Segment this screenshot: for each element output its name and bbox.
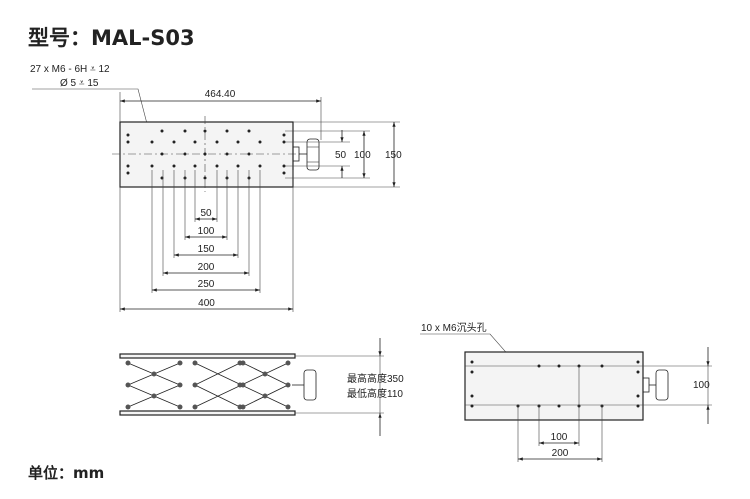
mounting-hole xyxy=(193,140,197,144)
knob xyxy=(292,138,320,171)
front-holes xyxy=(470,360,640,408)
countersunk-hole xyxy=(557,364,561,368)
mounting-hole xyxy=(203,176,207,180)
mounting-hole xyxy=(247,152,251,156)
pin xyxy=(192,404,198,410)
mounting-hole xyxy=(215,140,219,144)
countersunk-hole xyxy=(470,394,474,398)
mounting-hole xyxy=(236,164,240,168)
pin xyxy=(125,360,131,366)
pin xyxy=(262,371,268,377)
side-view: 最高高度350 最低高度110 xyxy=(119,338,404,436)
pin xyxy=(151,371,157,377)
pin xyxy=(192,382,198,388)
pin xyxy=(285,404,291,410)
mounting-hole xyxy=(236,140,240,144)
mounting-hole xyxy=(282,164,286,168)
hole-note-1: 27 x M6 - 6H ⩡ 12 xyxy=(30,64,110,75)
unit-label: 单位：mm xyxy=(28,464,105,482)
top-view: 27 x M6 - 6H ⩡ 12 Ø 5 ⩡ 15 464.40 xyxy=(30,64,402,312)
pin xyxy=(177,404,183,410)
pin xyxy=(285,360,291,366)
hole-note-2: Ø 5 ⩡ 15 xyxy=(60,78,99,89)
mounting-hole xyxy=(193,164,197,168)
pin xyxy=(240,382,246,388)
mounting-holes xyxy=(126,129,286,180)
pin xyxy=(125,404,131,410)
mounting-hole xyxy=(282,171,286,175)
countersunk-hole xyxy=(470,360,474,364)
mounting-hole xyxy=(258,164,262,168)
countersunk-hole xyxy=(557,404,561,408)
mounting-hole xyxy=(282,133,286,137)
mounting-hole xyxy=(126,171,130,175)
mounting-hole xyxy=(225,129,229,133)
mounting-hole xyxy=(183,152,187,156)
mounting-hole xyxy=(160,152,164,156)
front-plate xyxy=(464,351,644,421)
countersunk-hole xyxy=(636,394,640,398)
countersunk-hole xyxy=(470,370,474,374)
side-top-plate xyxy=(119,353,296,359)
mounting-hole xyxy=(150,140,154,144)
countersunk-hole xyxy=(636,404,640,408)
top-plate xyxy=(119,121,294,188)
side-knob xyxy=(303,369,317,401)
dim-length-label: 400 xyxy=(198,298,215,309)
countersunk-hole xyxy=(537,364,541,368)
mounting-hole xyxy=(282,140,286,144)
mounting-hole xyxy=(203,152,207,156)
dim-width-150: 150 xyxy=(385,150,402,161)
max-height-label: 最高高度350 xyxy=(347,372,404,385)
mounting-hole xyxy=(183,129,187,133)
scissor-arms xyxy=(126,362,289,408)
model-title: 型号：MAL-S03 xyxy=(28,26,195,50)
front-view: 10 x M6沉头孔 100 100 200 xyxy=(420,321,712,462)
mounting-hole xyxy=(258,140,262,144)
countersunk-hole xyxy=(636,370,640,374)
pin xyxy=(192,360,198,366)
front-dim-100: 100 xyxy=(551,432,568,443)
pin xyxy=(177,382,183,388)
mounting-hole xyxy=(126,133,130,137)
countersunk-hole xyxy=(470,404,474,408)
pin xyxy=(177,360,183,366)
dim-length-label: 150 xyxy=(198,244,215,255)
front-dim-200: 200 xyxy=(552,448,569,459)
pin xyxy=(285,382,291,388)
pin xyxy=(151,393,157,399)
pin xyxy=(240,404,246,410)
mounting-hole xyxy=(203,129,207,133)
mounting-hole xyxy=(150,164,154,168)
mounting-hole xyxy=(126,140,130,144)
side-bottom-plate xyxy=(119,410,296,416)
mounting-hole xyxy=(172,164,176,168)
dim-length-label: 200 xyxy=(198,262,215,273)
mounting-hole xyxy=(225,152,229,156)
dim-overall-length: 464.40 xyxy=(205,89,236,100)
pin xyxy=(125,382,131,388)
min-height-label: 最低高度110 xyxy=(347,387,403,400)
dim-length-label: 50 xyxy=(200,208,212,219)
dim-length-label: 100 xyxy=(198,226,215,237)
countersunk-hole xyxy=(600,364,604,368)
front-hole-note: 10 x M6沉头孔 xyxy=(421,321,487,334)
front-knob xyxy=(655,369,669,401)
front-height-dim: 100 xyxy=(693,380,710,391)
mounting-hole xyxy=(247,129,251,133)
dim-width-100: 100 xyxy=(354,150,371,161)
pin xyxy=(240,360,246,366)
length-dimensions: 50 100 150 200 250 400 xyxy=(119,170,294,312)
countersunk-hole xyxy=(636,360,640,364)
mounting-hole xyxy=(215,164,219,168)
scissor-pins xyxy=(125,360,291,410)
mounting-hole xyxy=(126,164,130,168)
mounting-hole xyxy=(160,129,164,133)
pin xyxy=(262,393,268,399)
dim-length-label: 250 xyxy=(198,279,215,290)
mounting-hole xyxy=(172,140,176,144)
dim-width-50: 50 xyxy=(335,150,347,161)
